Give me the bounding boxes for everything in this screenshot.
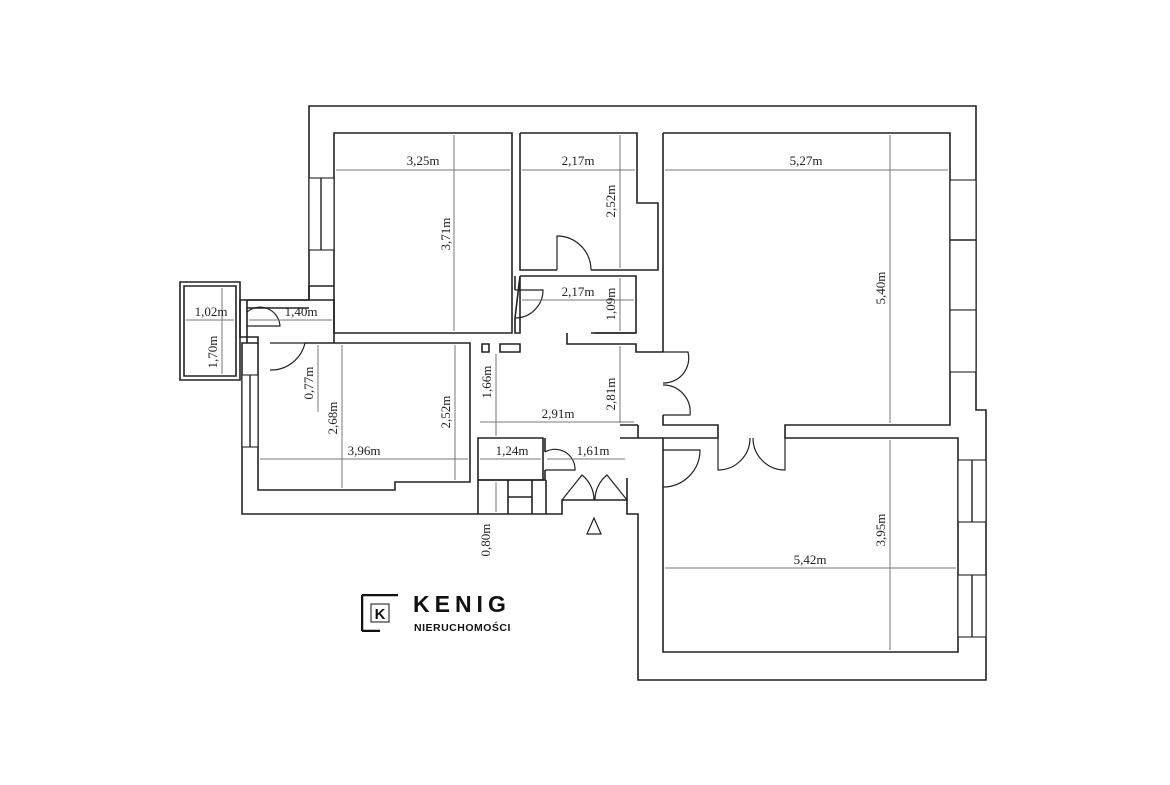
dim-room-bottom-right-width: 5,42m bbox=[794, 552, 827, 567]
dim-room-big-top-width: 5,27m bbox=[790, 153, 823, 168]
dim-room-bottom-right-height: 3,95m bbox=[873, 514, 888, 547]
dim-room-top-left-width: 3,25m bbox=[407, 153, 440, 168]
dim-kitchen-width: 3,96m bbox=[348, 443, 381, 458]
dim-balcony-width: 1,02m bbox=[195, 304, 228, 319]
dim-small-hall-height: 0,77m bbox=[301, 367, 316, 400]
logo-letter: K bbox=[375, 606, 386, 623]
dim-hall-width: 2,91m bbox=[542, 406, 575, 421]
windows bbox=[241, 177, 987, 638]
dim-hall-height-right: 2,81m bbox=[603, 378, 618, 411]
dim-small-hall-width: 1,40m bbox=[285, 304, 318, 319]
dimension-lines bbox=[186, 135, 956, 650]
dim-entry-depth: 0,80m bbox=[478, 524, 493, 557]
logo-tagline: NIERUCHOMOŚCI bbox=[414, 622, 511, 634]
dim-closet-width: 1,24m bbox=[496, 443, 529, 458]
dim-hall-height-left: 1,66m bbox=[479, 366, 494, 399]
dim-wc-width: 2,17m bbox=[562, 284, 595, 299]
logo-mark: K bbox=[360, 593, 399, 633]
dim-kitchen-height-right: 2,52m bbox=[438, 396, 453, 429]
dim-room-top-mid-width: 2,17m bbox=[562, 153, 595, 168]
dim-wc-height: 1,09m bbox=[603, 288, 618, 321]
dim-entry-width: 1,61m bbox=[577, 443, 610, 458]
doors bbox=[246, 235, 786, 535]
dimension-labels: 3,25m 3,71m 2,17m 2,52m 5,27m 5,40m 2,17… bbox=[195, 153, 888, 567]
logo-frame-icon: K bbox=[360, 593, 398, 633]
dim-room-top-mid-height: 2,52m bbox=[603, 185, 618, 218]
dim-kitchen-height-left: 2,68m bbox=[325, 402, 340, 435]
dim-room-top-left-height: 3,71m bbox=[438, 218, 453, 251]
dim-room-big-top-height: 5,40m bbox=[873, 272, 888, 305]
dim-balcony-height: 1,70m bbox=[205, 336, 220, 369]
logo-name: KENIG bbox=[413, 591, 511, 617]
